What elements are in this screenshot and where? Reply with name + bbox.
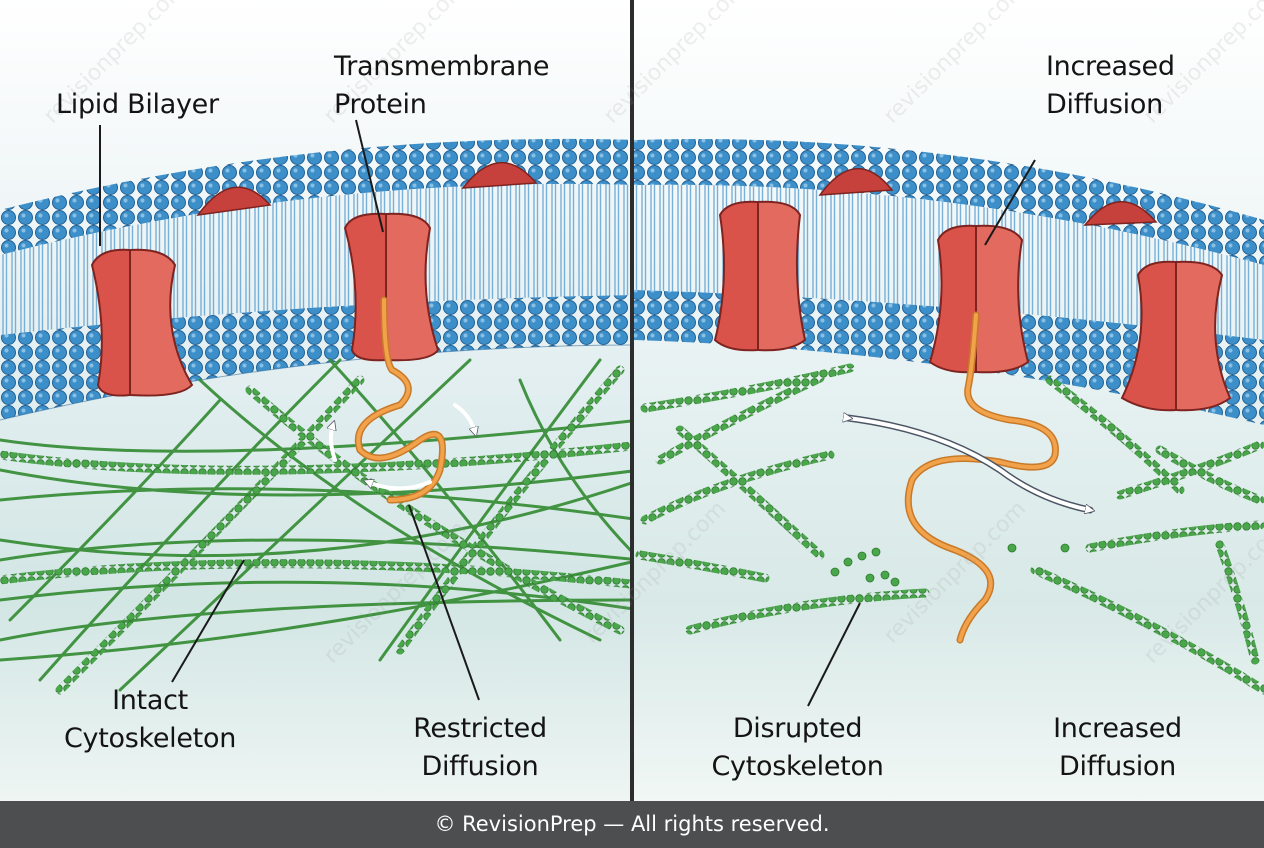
leader-transmembrane-protein: [355, 119, 384, 233]
copyright-footer: © RevisionPrep — All rights reserved.: [0, 801, 1264, 848]
left-panel-background: [0, 0, 630, 801]
label-intact-cytoskeleton: Intact Cytoskeleton: [63, 685, 237, 754]
label-restricted-diffusion: Restricted Diffusion: [413, 713, 547, 782]
restricted-diffusion-arrows: [331, 403, 475, 491]
transmembrane-protein-right-3: [1120, 260, 1232, 412]
transmembrane-protein-left-1: [90, 248, 194, 397]
leader-increased-diffusion-top: [984, 159, 1036, 246]
transmembrane-protein-right-2: [928, 224, 1030, 374]
label-disrupted-cytoskeleton: Disrupted Cytoskeleton: [711, 713, 884, 782]
intact-cytoskeleton-beads: [0, 365, 630, 695]
loose-actin-monomers: [830, 543, 1070, 587]
label-increased-diffusion-bottom: Increased Diffusion: [1053, 713, 1182, 782]
leader-disrupted-cytoskeleton: [807, 602, 861, 707]
leader-restricted-diffusion: [408, 504, 480, 701]
left-panel: [0, 119, 630, 701]
disrupted-cytoskeleton-fragments: [635, 363, 1264, 695]
label-increased-diffusion-top: Increased Diffusion: [1046, 51, 1175, 120]
peripheral-protein-right-1: [818, 167, 894, 196]
transmembrane-protein-right-1: [713, 200, 807, 352]
peripheral-protein-left-1: [196, 186, 272, 216]
peripheral-protein-right-2: [1083, 201, 1158, 226]
increased-diffusion-arrow: [848, 418, 1090, 510]
transmembrane-protein-left-2: [343, 212, 440, 362]
intact-cytoskeleton-mesh: [0, 358, 630, 692]
right-panel: [634, 139, 1264, 707]
panel-divider: [630, 0, 634, 801]
leader-intact-cytoskeleton: [171, 559, 245, 683]
diagram-artwork: [0, 0, 1264, 801]
peripheral-protein-left-2: [461, 161, 538, 189]
label-lipid-bilayer: Lipid Bilayer: [56, 89, 219, 120]
label-transmembrane-protein: Transmembrane Protein: [334, 51, 550, 120]
